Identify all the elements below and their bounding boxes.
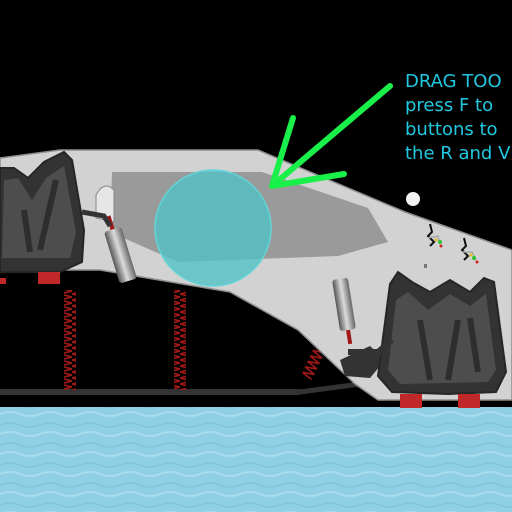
hint-line-3: buttons to: [405, 119, 498, 140]
water-surface: [0, 407, 512, 512]
hull-marker: [424, 264, 427, 268]
hint-line-4: the R and V: [405, 143, 511, 164]
grip-pad-left[interactable]: [0, 150, 113, 284]
ground-rails: [0, 381, 361, 395]
foot-left: [38, 272, 60, 284]
hull-bolt: [406, 192, 420, 206]
foot-right-b: [458, 394, 480, 408]
sensor-1: [426, 223, 443, 248]
piston-right: [332, 277, 356, 345]
hint-line-2: press F to: [405, 95, 494, 116]
instruction-text: DRAG TOO press F to buttons to the R and…: [405, 70, 512, 166]
grip-pad-right[interactable]: [348, 270, 508, 408]
foot-right-a: [400, 394, 422, 408]
hint-line-1: DRAG TOO: [405, 71, 502, 92]
sensor-2: [460, 237, 479, 264]
drag-tool-circle[interactable]: [154, 169, 272, 287]
hint-arrow: [269, 83, 393, 189]
